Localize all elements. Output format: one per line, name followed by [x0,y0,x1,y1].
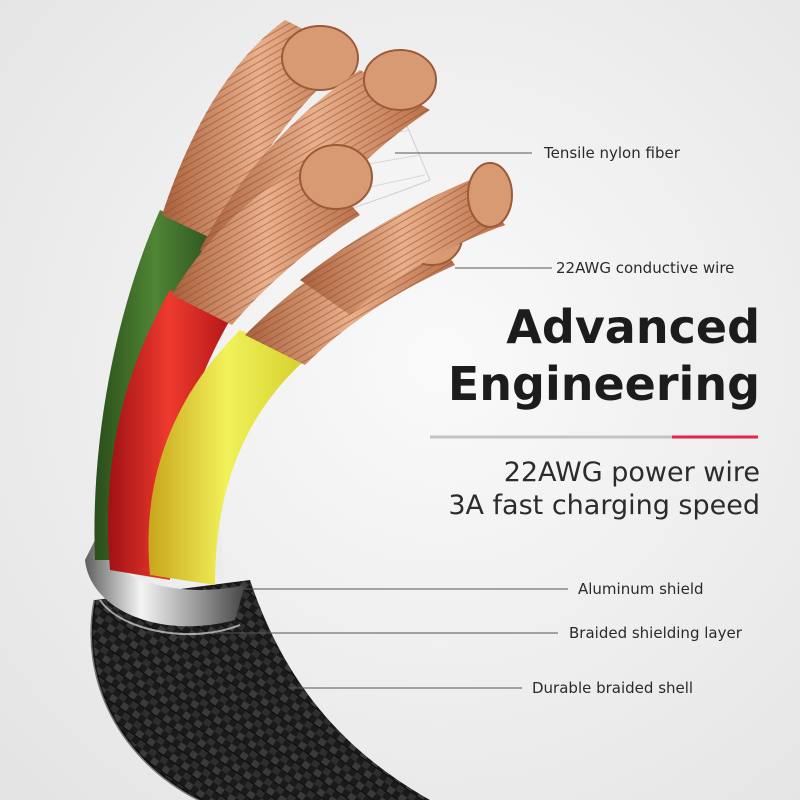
callout-conductive-wire: 22AWG conductive wire [556,259,734,277]
copper-wire-right [300,162,513,315]
callout-nylon-fiber: Tensile nylon fiber [543,144,681,162]
callout-aluminum-shield: Aluminum shield [578,580,704,598]
spec-power-wire: 22AWG power wire [504,457,760,488]
aluminum-shield-ring [85,540,245,636]
headline-line-1: Advanced [506,300,760,354]
callout-durable-braided-shell: Durable braided shell [532,679,693,697]
callout-braided-shielding-layer: Braided shielding layer [569,624,743,642]
spec-charging-speed: 3A fast charging speed [448,490,760,521]
braided-shell [90,580,431,800]
headline-line-2: Engineering [448,357,760,411]
